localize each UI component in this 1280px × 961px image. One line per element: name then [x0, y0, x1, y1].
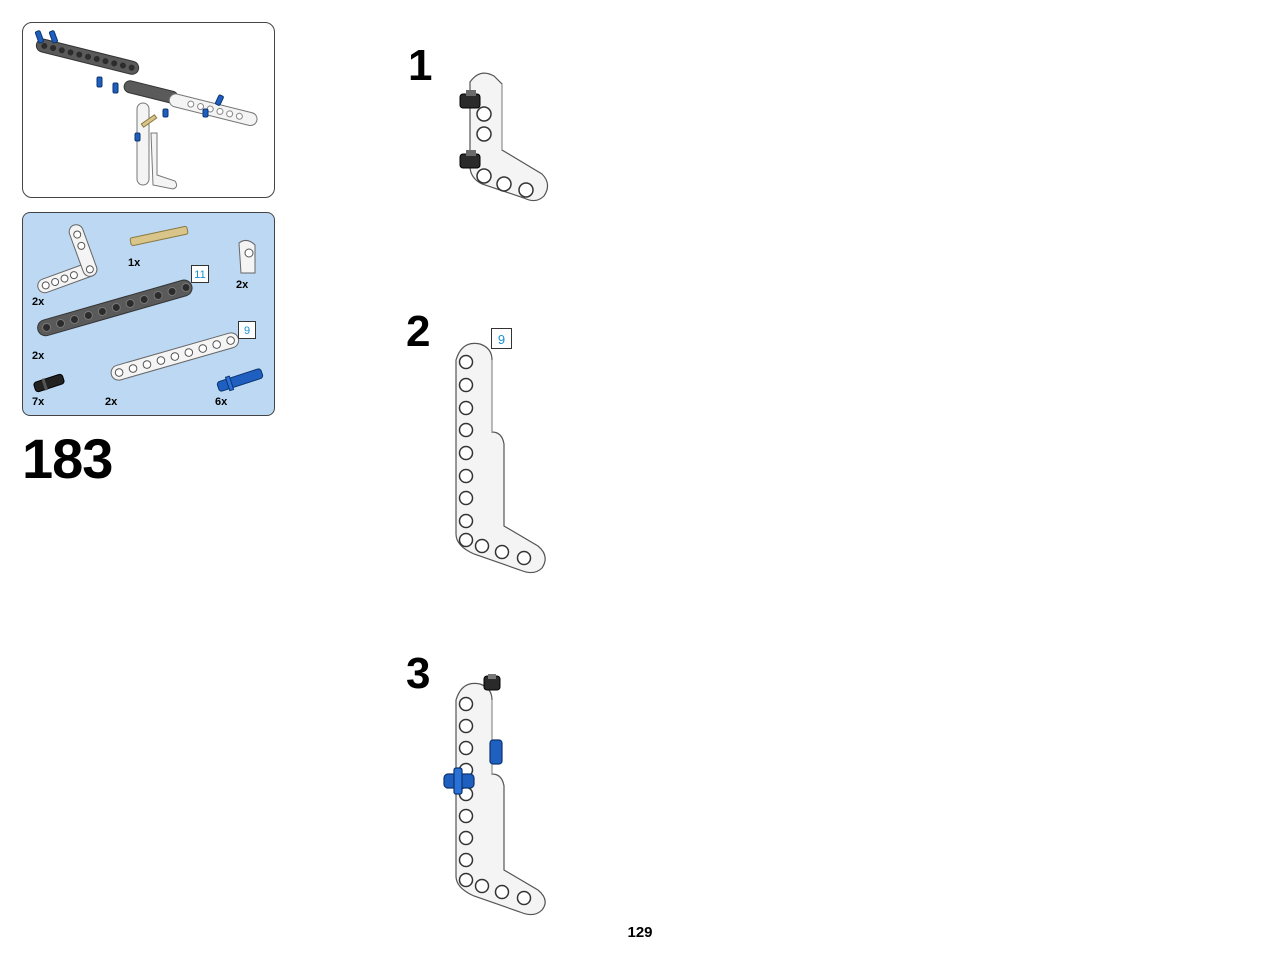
- part-axle-tan: [129, 225, 189, 247]
- part-pin-black: [33, 373, 65, 393]
- part-qty: 2x: [236, 279, 249, 291]
- part-l-beam-white: [37, 224, 98, 294]
- length-callout-11: 11: [191, 265, 209, 283]
- sub-step-1-illustration: [459, 72, 549, 202]
- sub-step-number-2: 2: [406, 307, 431, 356]
- length-callout-9: 9: [491, 328, 512, 349]
- part-qty: 2x: [105, 396, 118, 408]
- length-callout-9: 9: [238, 321, 256, 339]
- part-qty: 2x: [32, 296, 45, 308]
- part-connector-white: [238, 239, 256, 274]
- part-qty: 6x: [215, 396, 228, 408]
- part-beam-white-9: [110, 332, 240, 381]
- part-pin-blue: [216, 368, 264, 392]
- page-number: 129: [627, 924, 653, 941]
- parts-list-panel: 2x 1x 2x 11 2x: [22, 212, 275, 416]
- main-step-number: 183: [22, 427, 113, 490]
- sub-step-number-3: 3: [406, 649, 431, 698]
- part-qty: 7x: [32, 396, 45, 408]
- model-preview-panel: [22, 22, 275, 198]
- part-beam-dark-grey-11: [37, 279, 193, 337]
- sub-step-number-1: 1: [408, 41, 433, 90]
- sub-step-2-illustration: [455, 342, 546, 574]
- sub-step-3-illustration: [443, 674, 546, 916]
- part-qty: 2x: [32, 350, 45, 362]
- part-qty: 1x: [128, 257, 141, 269]
- model-preview-illustration: [34, 30, 258, 190]
